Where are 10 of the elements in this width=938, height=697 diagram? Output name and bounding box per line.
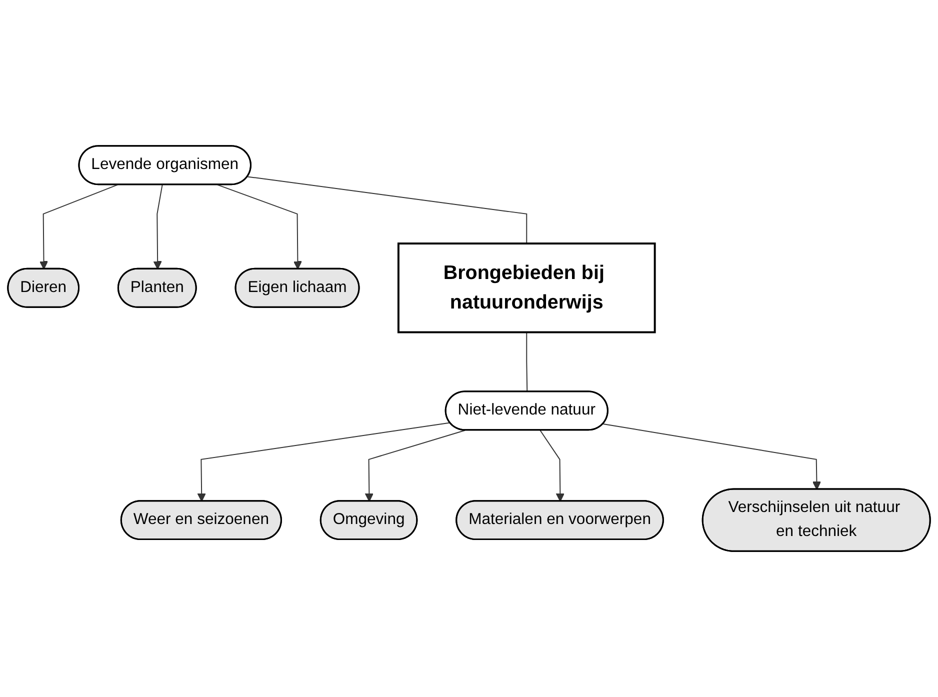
node-box: Brongebieden bij natuuronderwijs (397, 242, 656, 334)
arrow (217, 184, 302, 270)
arrow (540, 430, 564, 502)
arrow (364, 430, 466, 502)
arrow (197, 422, 450, 502)
connector (526, 332, 528, 392)
arrow (153, 184, 163, 270)
connector (247, 176, 528, 244)
arrow (39, 184, 118, 270)
arrow (602, 423, 822, 490)
